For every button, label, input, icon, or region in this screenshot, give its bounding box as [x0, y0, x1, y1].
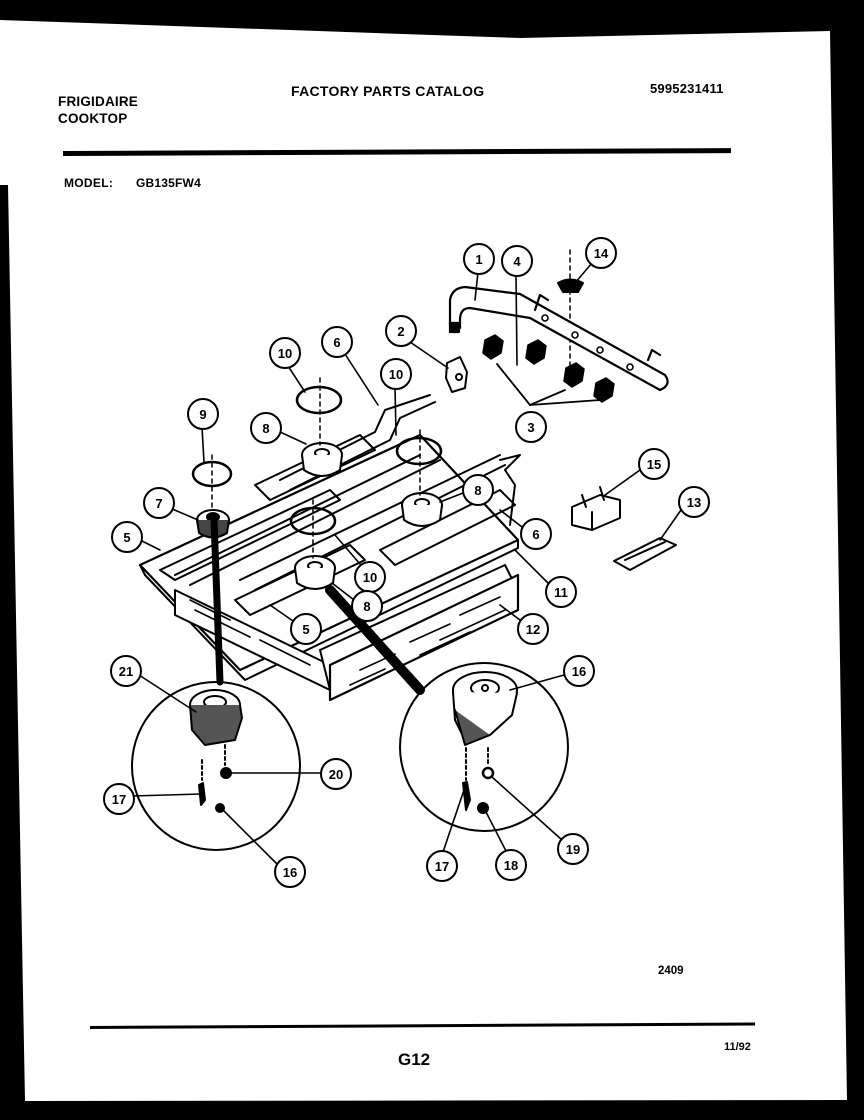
part-callout-17: 17 — [426, 850, 458, 882]
burner-heads — [196, 442, 443, 590]
part-callout-13: 13 — [678, 486, 710, 518]
callout-leaders — [131, 262, 682, 865]
brand-name: FRIGIDAIRE — [58, 94, 139, 109]
alignment-lines — [211, 249, 571, 559]
part-callout-7: 7 — [143, 487, 175, 519]
page-number: G12 — [398, 1050, 431, 1069]
part-callout-11: 11 — [545, 576, 577, 608]
part-callout-8: 8 — [462, 474, 494, 506]
gas-manifold — [448, 285, 669, 392]
part-callout-10: 10 — [269, 337, 301, 369]
burner-8-front — [294, 555, 336, 590]
brand-block: FRIGIDAIRE COOKTOP — [58, 93, 138, 127]
spark-ignitor — [445, 356, 468, 393]
detail-view-right — [325, 585, 569, 832]
part-callout-18: 18 — [495, 849, 527, 881]
part-callout-6: 6 — [520, 518, 552, 550]
detail-view-left — [131, 516, 301, 851]
figure-code: 2409 — [658, 965, 684, 977]
part-callout-17: 17 — [103, 783, 135, 815]
model-label: MODEL: — [64, 176, 114, 190]
part-callout-4: 4 — [501, 245, 533, 277]
part-callout-12: 12 — [517, 613, 549, 645]
part-callout-6: 6 — [321, 326, 353, 358]
part-callout-15: 15 — [638, 448, 670, 480]
part-callout-5: 5 — [111, 521, 143, 553]
part-callout-9: 9 — [187, 398, 219, 430]
product-type: COOKTOP — [58, 111, 128, 126]
date-code: 11/92 — [724, 1041, 751, 1053]
burner-rings — [191, 385, 443, 536]
model-value: GB135FW4 — [136, 176, 201, 190]
part-callout-20: 20 — [320, 758, 352, 790]
catalog-title: FACTORY PARTS CATALOG — [291, 83, 485, 99]
burner-8-back — [301, 442, 343, 477]
valve-leader-lines — [496, 363, 601, 406]
catalog-number: 5995231411 — [650, 81, 724, 96]
part-callout-21: 21 — [110, 655, 142, 687]
part-callout-5: 5 — [290, 613, 322, 645]
bracket — [613, 537, 677, 571]
part-callout-16: 16 — [274, 856, 306, 888]
part-callout-14: 14 — [585, 237, 617, 269]
part-callout-16: 16 — [563, 655, 595, 687]
part-callout-2: 2 — [385, 315, 417, 347]
part-callout-1: 1 — [463, 243, 495, 275]
part-callout-10: 10 — [354, 561, 386, 593]
part-callout-8: 8 — [250, 412, 282, 444]
part-callout-8: 8 — [351, 590, 383, 622]
part-callout-10: 10 — [380, 358, 412, 390]
part-callout-3: 3 — [515, 411, 547, 443]
burner-8-right — [401, 492, 443, 527]
spark-module — [571, 486, 621, 531]
gas-valves — [482, 334, 615, 403]
orifice-cap — [557, 278, 584, 293]
part-callout-19: 19 — [557, 833, 589, 865]
